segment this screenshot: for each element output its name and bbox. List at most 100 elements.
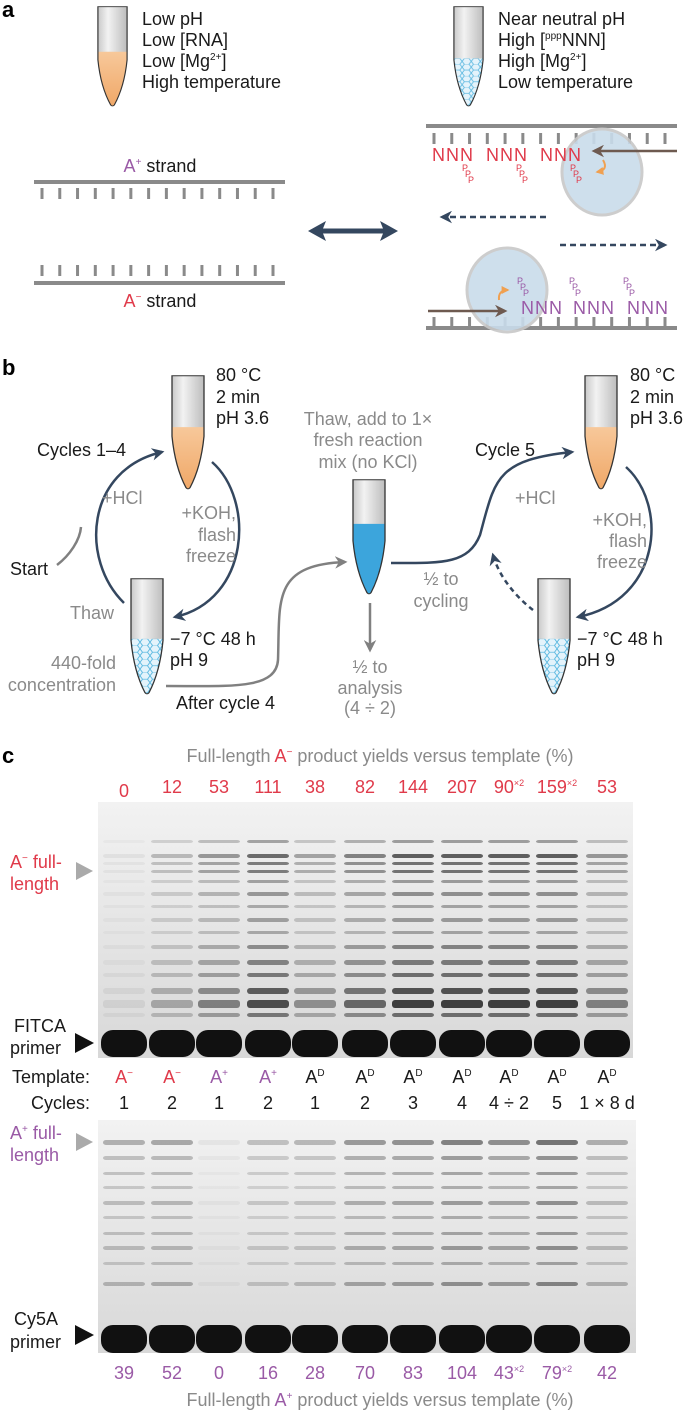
gel-band — [488, 1262, 530, 1265]
gel-band — [536, 862, 578, 865]
lane-cycles: 3 — [408, 1093, 418, 1113]
fresh-mix-label: Thaw, add to 1× — [304, 409, 433, 429]
gel-band — [392, 870, 434, 873]
gel-band — [294, 1246, 336, 1250]
panel-c: c Full-length A− product yields versus t… — [2, 743, 636, 1410]
primer-band — [149, 1325, 195, 1353]
lane-template: A− — [163, 1067, 181, 1087]
primer-band — [245, 1030, 291, 1057]
gel-band — [441, 854, 483, 858]
cycle-5-label: Cycle 5 — [475, 440, 535, 460]
gel-band — [294, 854, 336, 858]
gel-band — [392, 854, 434, 858]
phosphate: P — [520, 282, 526, 292]
gel-band — [151, 960, 193, 965]
gel-band — [392, 840, 434, 843]
gel-band — [103, 840, 145, 843]
gel-band — [198, 1246, 240, 1250]
gel-band — [392, 1013, 434, 1017]
gel-band — [247, 918, 289, 922]
primer-band — [486, 1325, 532, 1353]
phosphate: P — [519, 169, 525, 179]
gel-band — [247, 1186, 289, 1189]
gel-band — [247, 1013, 289, 1017]
cycle-arrow-icon — [575, 466, 653, 622]
yield-value: 104 — [447, 1363, 477, 1383]
lane-cycles: 5 — [552, 1093, 562, 1113]
condition: Low [Mg2+] — [142, 51, 226, 71]
to-analysis-label: (4 ÷ 2) — [344, 698, 396, 718]
gel-band — [294, 1000, 336, 1008]
gel-band — [392, 1156, 434, 1160]
gel-band — [536, 945, 578, 949]
top-gel-title: Full-length A− product yields versus tem… — [186, 746, 573, 766]
gel-band — [344, 862, 386, 865]
cy5a-primer-label: Cy5A — [14, 1309, 58, 1329]
gel-band — [247, 880, 289, 883]
gel-band — [151, 945, 193, 949]
gel-band — [488, 892, 530, 896]
gel-band — [441, 880, 483, 883]
gel-band — [488, 945, 530, 949]
gel-band — [586, 1246, 628, 1250]
gel-band — [103, 945, 145, 949]
gel-band — [488, 862, 530, 865]
gel-band — [103, 1156, 145, 1160]
gel-band — [294, 945, 336, 949]
gel-band — [586, 854, 628, 858]
gel-band — [344, 1013, 386, 1017]
gel-band — [536, 1140, 578, 1145]
plus-full-length-label: length — [10, 1145, 59, 1165]
gel-band — [247, 862, 289, 865]
gel-band — [536, 1246, 578, 1250]
gel-band — [198, 945, 240, 949]
gel-band — [488, 1013, 530, 1017]
gel-band — [392, 1246, 434, 1250]
gel-band — [586, 931, 628, 934]
gel-band — [441, 988, 483, 994]
hot-condition: 2 min — [216, 387, 260, 407]
gel-band — [488, 905, 530, 908]
gel-band — [247, 1156, 289, 1160]
gel-band — [441, 862, 483, 865]
hcl-label: +HCl — [102, 488, 143, 508]
gel-band — [344, 1186, 386, 1189]
gel-band — [198, 973, 240, 977]
gel-band — [536, 1232, 578, 1235]
cycling-arrow-icon — [390, 446, 575, 565]
gel-band — [488, 973, 530, 977]
phosphate: P — [570, 163, 576, 173]
gel-band — [586, 960, 628, 965]
yield-value: 42 — [597, 1363, 617, 1383]
gel-band — [441, 1013, 483, 1017]
gel-band — [536, 1156, 578, 1160]
gel-band — [103, 918, 145, 922]
yield-value: 38 — [305, 777, 325, 797]
gel-band — [247, 1172, 289, 1175]
gel-band — [294, 840, 336, 843]
gel-band — [536, 1000, 578, 1008]
lane-template: AD — [499, 1067, 518, 1087]
gel-band — [151, 1201, 193, 1205]
gel-band — [488, 870, 530, 873]
gel-band — [247, 905, 289, 908]
gel-band — [294, 1201, 336, 1205]
gel-band — [536, 840, 578, 843]
gel-band — [198, 1140, 240, 1145]
phosphate: P — [468, 175, 474, 185]
gel-band — [488, 1140, 530, 1145]
lane-template: AD — [452, 1067, 471, 1087]
cold-condition: −7 °C 48 h — [577, 629, 663, 649]
gel-band — [151, 862, 193, 865]
gel-band — [344, 1172, 386, 1175]
transfer-arrow-icon — [165, 556, 348, 688]
lane-template: AD — [403, 1067, 422, 1087]
gel-band — [586, 1140, 628, 1145]
primer-band — [439, 1325, 485, 1353]
frozen-tube-icon — [537, 578, 571, 695]
gel-band — [103, 1172, 145, 1175]
frozen-tube-icon — [130, 578, 164, 695]
gel-band — [586, 1000, 628, 1008]
